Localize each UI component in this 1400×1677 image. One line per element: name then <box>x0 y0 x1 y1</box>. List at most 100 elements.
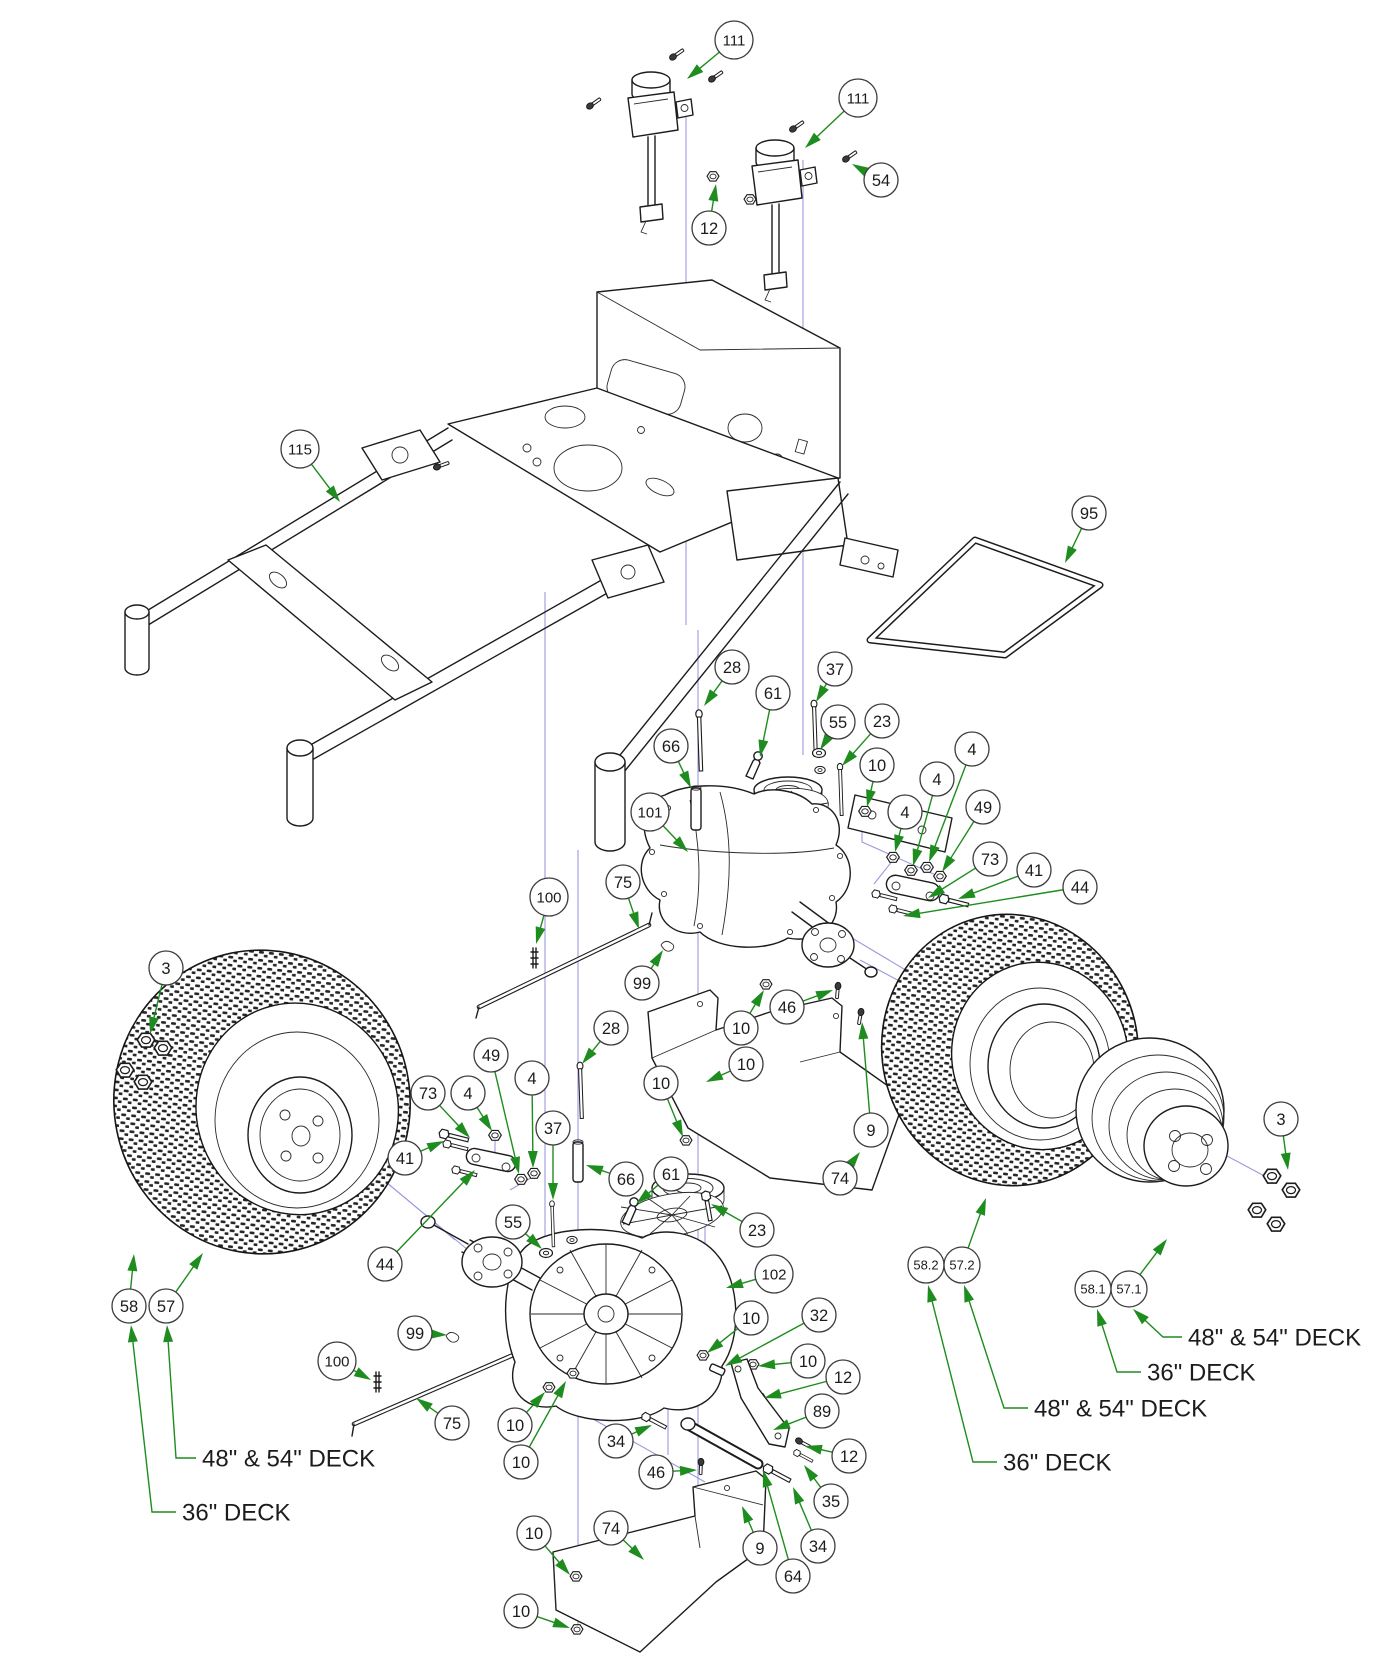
arrowhead <box>582 1047 597 1064</box>
callout-number: 3 <box>161 960 170 978</box>
arrowhead <box>750 990 764 1008</box>
leader-line <box>310 463 332 491</box>
reservoir-tank-right <box>706 118 859 303</box>
leader-line <box>544 1545 561 1565</box>
leader-line <box>439 1104 461 1128</box>
arrowhead <box>815 990 833 1001</box>
leader-line <box>737 1322 805 1360</box>
callout-balloon <box>653 1156 689 1192</box>
callout-balloon <box>825 1359 861 1395</box>
callout-balloon <box>853 1112 889 1148</box>
fasteners-upper <box>679 699 970 1146</box>
callout-number: 10 <box>652 1075 670 1093</box>
transaxle-lower <box>420 1173 737 1422</box>
callout-balloon <box>728 1046 764 1082</box>
callout-number: 23 <box>748 1222 766 1240</box>
arrowhead <box>510 1156 520 1174</box>
callout-number: 74 <box>831 1170 849 1188</box>
callout-number: 100 <box>324 1353 349 1370</box>
callout-number: 55 <box>504 1214 522 1232</box>
callout-balloon <box>495 1204 531 1240</box>
arrowhead <box>726 1278 744 1289</box>
callout-number: 9 <box>755 1540 764 1558</box>
callout-number: 4 <box>932 771 941 789</box>
arrowhead <box>708 184 719 202</box>
leader-line <box>627 897 635 916</box>
callout-number: 73 <box>419 1085 437 1103</box>
callout-balloon <box>1263 1101 1299 1137</box>
arrowhead <box>672 836 688 852</box>
callout-balloon <box>630 792 670 832</box>
linkage-lower <box>639 1350 815 1510</box>
callout-balloon <box>714 649 750 685</box>
arrowhead <box>903 908 921 919</box>
arrowhead <box>628 911 639 929</box>
callout-balloon <box>653 728 689 764</box>
arrowhead <box>628 1544 644 1560</box>
arrowhead <box>704 689 718 706</box>
callout-number: 10 <box>512 1454 530 1472</box>
callout-balloon <box>598 1423 634 1459</box>
arrowhead <box>804 1465 819 1482</box>
callout-balloon <box>817 651 853 687</box>
callout-number: 37 <box>826 661 844 679</box>
arrowhead <box>1097 1309 1107 1327</box>
callout-number: 57 <box>157 1298 175 1316</box>
callout-balloon <box>864 703 900 739</box>
callout-number: 10 <box>742 1310 760 1328</box>
callout-balloon <box>148 1288 184 1324</box>
leader-line <box>536 1615 557 1624</box>
callout-balloon <box>397 1315 433 1351</box>
arrowhead <box>426 1141 444 1153</box>
leader-line <box>666 1098 678 1124</box>
arrowhead <box>793 1487 805 1505</box>
arrowhead <box>552 1617 570 1628</box>
arrowhead <box>429 1328 447 1339</box>
arrowhead <box>325 485 340 502</box>
callout-balloon <box>514 1060 550 1096</box>
callout-balloon <box>723 1010 759 1046</box>
arrowhead <box>964 1285 975 1303</box>
arrowhead <box>586 1165 604 1176</box>
callout-balloon <box>387 1140 423 1176</box>
leader-line <box>712 680 723 695</box>
deck-label: 48" & 54" DECK <box>202 1445 375 1472</box>
callout-balloon <box>919 761 955 797</box>
arrowhead <box>127 1325 138 1343</box>
callout-number: 111 <box>847 90 870 107</box>
leader-line <box>949 821 975 860</box>
leader-line <box>175 1264 195 1293</box>
callout-number: 4 <box>527 1070 536 1088</box>
leader-line <box>710 198 715 212</box>
leader-line <box>129 1268 134 1290</box>
leader-line <box>862 1036 871 1114</box>
arrowhead <box>706 1070 724 1082</box>
leader-line <box>152 984 163 1020</box>
arrowhead <box>679 1465 697 1476</box>
arrowhead <box>459 1170 475 1186</box>
leader-line <box>646 1184 659 1195</box>
callout-balloon <box>608 1161 644 1197</box>
callout-number: 23 <box>873 713 891 731</box>
callout-balloon <box>497 1407 533 1443</box>
callout-number: 10 <box>732 1020 750 1038</box>
callout-number: 41 <box>396 1150 414 1168</box>
leader-line <box>539 915 545 930</box>
leader-line <box>916 795 934 852</box>
callout-number: 58.2 <box>913 1258 938 1273</box>
callout-balloon <box>822 1160 858 1196</box>
callout-number: 89 <box>813 1403 831 1421</box>
arrowhead <box>762 1470 773 1488</box>
arrowhead <box>529 1392 545 1408</box>
callout-number: 75 <box>443 1415 461 1433</box>
deck-label: 48" & 54" DECK <box>1034 1395 1207 1422</box>
callout-number: 46 <box>778 999 796 1017</box>
callout-number: 115 <box>288 441 312 458</box>
leader-line <box>812 1476 822 1488</box>
arrowhead <box>758 739 769 757</box>
arrowhead <box>548 1183 558 1200</box>
callout-number: 10 <box>506 1417 524 1435</box>
arrowhead <box>636 1189 653 1204</box>
